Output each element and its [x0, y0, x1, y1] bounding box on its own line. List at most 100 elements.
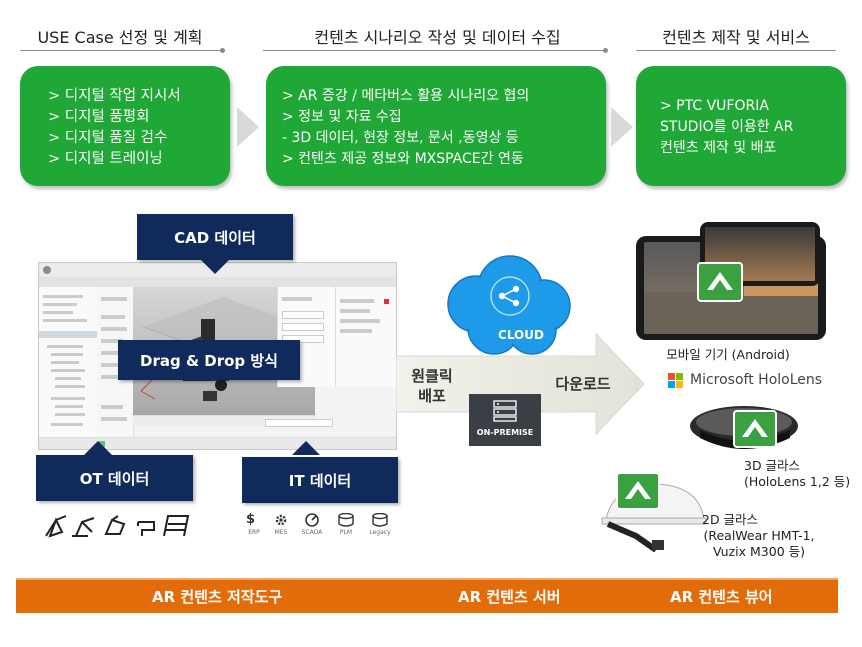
data-row [340, 329, 372, 333]
widget-row [101, 375, 127, 379]
content-viewer-label: AR 컨텐츠 뷰어 [670, 588, 773, 606]
scenario-item: > AR 증강 / 메타버스 활용 시나리오 협의 [282, 88, 530, 104]
erp-label: ERP [248, 529, 260, 536]
tree-row [51, 369, 85, 372]
tree-row [43, 295, 83, 298]
data-row [340, 299, 374, 303]
property-field[interactable] [282, 323, 324, 331]
tree-row [51, 353, 83, 356]
share-icon [490, 276, 530, 316]
tree-row [47, 345, 83, 348]
tree-row [51, 397, 85, 400]
glass2d-title: 2D 글라스 [702, 512, 759, 527]
drag-drop-text: Drag & Drop 방식 [140, 351, 278, 370]
close-icon[interactable] [384, 299, 389, 304]
section-title-production: 컨텐츠 제작 및 서비스 [662, 28, 810, 47]
section-title-scenario: 컨텐츠 시나리오 작성 및 데이터 수집 [314, 28, 561, 47]
tree-row [55, 377, 81, 380]
ar-marker-icon [697, 262, 743, 302]
glass3d-label: 3D 글라스 (HoloLens 1,2 등) [744, 458, 850, 490]
arrow-up-icon [84, 441, 112, 455]
scenario-item: > 정보 및 자료 수집 [282, 109, 402, 125]
tree-row [55, 413, 85, 416]
bottom-bar: AR 컨텐츠 저작도구 AR 컨텐츠 서버 AR 컨텐츠 뷰어 [16, 578, 838, 613]
authoring-tool-label: AR 컨텐츠 저작도구 [152, 588, 283, 606]
one-click-text: 원클릭 [411, 367, 453, 385]
tree-row [43, 303, 77, 306]
section-divider [636, 50, 836, 51]
it-data-label: IT 데이터 [242, 457, 398, 503]
section-divider [20, 48, 225, 53]
vuforia-marker-icon [707, 272, 733, 290]
section-divider [263, 48, 608, 53]
glass2d-label: 2D 글라스 (RealWear HMT-1, Vuzix M300 등) [700, 512, 818, 560]
widget-row [101, 405, 123, 409]
industrial-machine-icons [45, 515, 190, 538]
plm-database-icon [338, 513, 354, 527]
data-row [340, 319, 380, 323]
cad-data-label: CAD 데이터 [137, 214, 293, 260]
tree-row [43, 311, 73, 314]
cloud-label: CLOUD [498, 328, 544, 342]
content-server-label: AR 컨텐츠 서버 [458, 588, 561, 606]
production-box: > PTC VUFORIA STUDIO를 이용한 AR 컨텐츠 제작 및 배포 [636, 66, 846, 186]
arrow-down-icon [201, 260, 229, 274]
mes-gear-icon [275, 514, 287, 526]
production-item: STUDIO를 이용한 AR [660, 119, 794, 135]
drag-drop-label: Drag & Drop 방식 [118, 340, 300, 380]
app-logo-icon [43, 266, 51, 274]
divider-dot [603, 48, 608, 53]
chevron-right-icon [611, 107, 633, 147]
tree-row [51, 361, 79, 364]
glass2d-models-1: (RealWear HMT-1, [703, 528, 815, 543]
it-data-text: IT 데이터 [288, 471, 352, 490]
scada-gauge-icon [305, 513, 319, 527]
property-row [282, 297, 312, 301]
ot-data-text: OT 데이터 [79, 469, 150, 488]
scenario-box: > AR 증강 / 메타버스 활용 시나리오 협의 > 정보 및 자료 수집 -… [266, 66, 606, 186]
app-viewport-footer [133, 415, 315, 426]
on-premise-box: ON-PREMISE [469, 394, 541, 446]
usecase-item: > 디지털 품질 검수 [48, 130, 168, 146]
widget-row [101, 363, 125, 367]
mes-label: MES [274, 529, 288, 536]
tree-row-selected [39, 331, 97, 338]
microsoft-logo-icon [668, 373, 684, 389]
chevron-right-icon [237, 107, 259, 147]
widget-row [101, 417, 127, 421]
widget-row [101, 297, 127, 301]
property-field[interactable] [282, 335, 324, 343]
section-title-usecase: USE Case 선정 및 계획 [37, 28, 203, 47]
widget-row [101, 327, 127, 331]
app-search-field[interactable] [265, 419, 333, 427]
ot-icons [42, 512, 192, 538]
widget-row [101, 315, 125, 319]
legacy-label: Legacy [369, 529, 391, 536]
property-field[interactable] [282, 311, 324, 319]
it-icons: $ ERP MES SCADA PLM Legacy [244, 512, 394, 542]
usecase-item: > 디지털 작업 지시서 [48, 88, 181, 104]
scenario-item: - 3D 데이터, 현장 정보, 문서 ,동영상 등 [282, 130, 519, 146]
production-item: > PTC VUFORIA [660, 98, 769, 114]
ar-marker-icon [616, 472, 660, 510]
app-data-panel [335, 287, 396, 387]
production-item: 컨텐츠 제작 및 배포 [660, 140, 777, 156]
usecase-item: > 디지털 트레이닝 [48, 151, 163, 167]
app-left-tree [39, 287, 98, 437]
one-click-deploy-label: 원클릭 배포 [402, 366, 462, 406]
app-toolbar [39, 277, 396, 287]
vuforia-marker-icon [625, 481, 651, 499]
erp-dollar-icon: $ [246, 512, 256, 527]
usecase-box: > 디지털 작업 지시서 > 디지털 품평회 > 디지털 품질 검수 > 디지털… [20, 66, 230, 186]
divider-dot [220, 48, 225, 53]
glass3d-models: (HoloLens 1,2 등) [744, 474, 851, 489]
mobile-device-label: 모바일 기기 (Android) [666, 347, 790, 362]
deploy-arrow [396, 332, 645, 436]
tree-row [43, 319, 87, 322]
scenario-item: > 컨텐츠 제공 정보와 MXSPACE간 연동 [282, 151, 524, 167]
usecase-item: > 디지털 품평회 [48, 109, 150, 125]
tree-row [55, 405, 83, 408]
hololens-brand: Microsoft HoloLens [690, 372, 823, 388]
ar-marker-icon [733, 410, 777, 448]
arrow-up-icon [292, 441, 320, 455]
